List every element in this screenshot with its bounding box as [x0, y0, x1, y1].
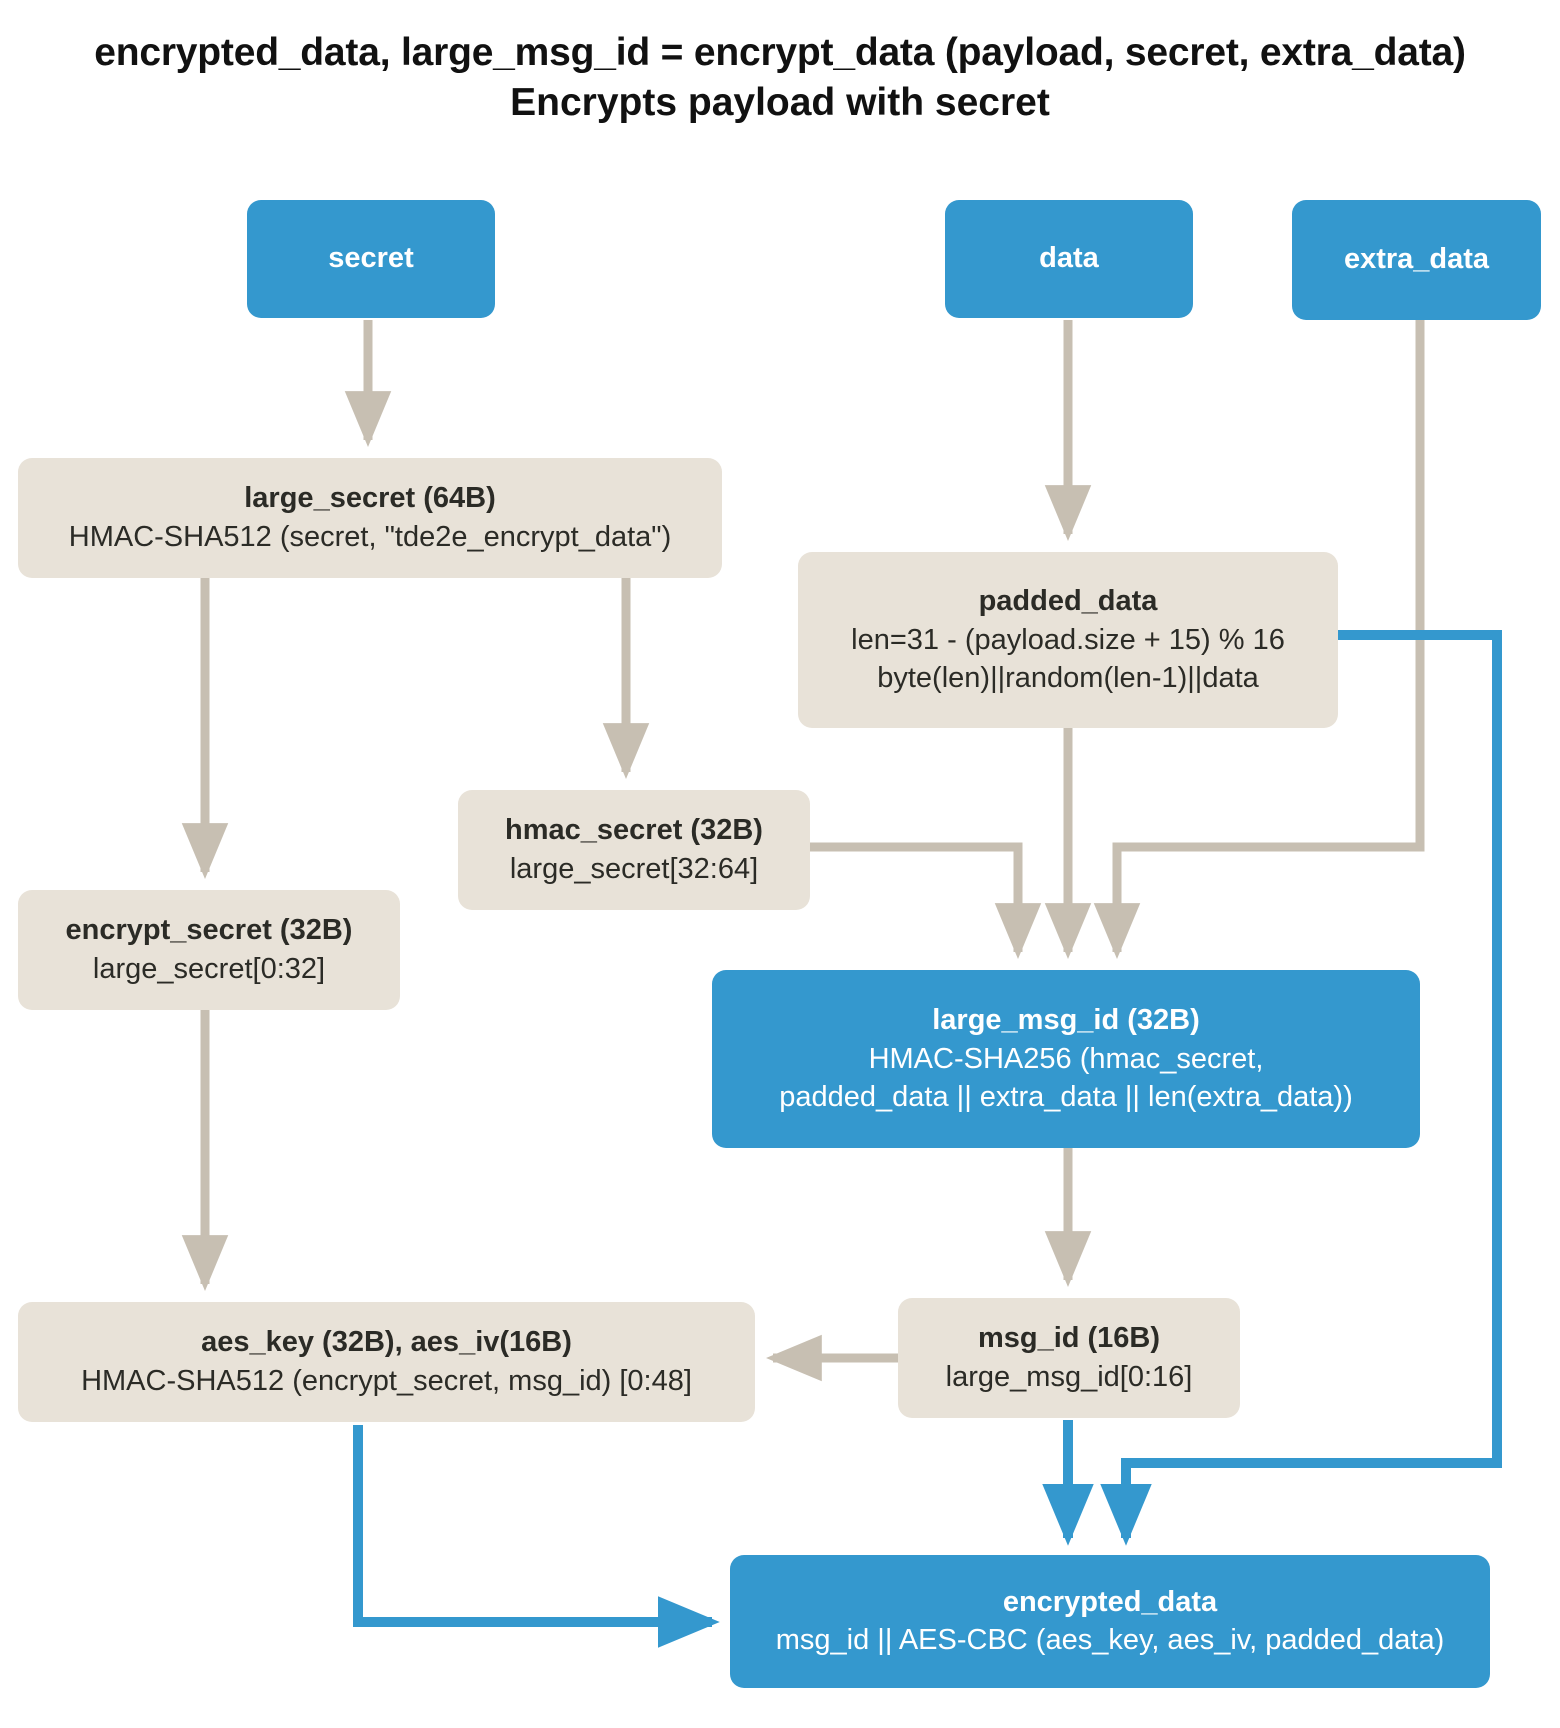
node-secret-title: secret — [328, 242, 414, 275]
node-padded-data-title: padded_data — [978, 584, 1158, 617]
node-large-secret-formula: HMAC-SHA512 (secret, "tde2e_encrypt_data… — [68, 520, 672, 553]
edge-aes-key-to-encrypted-data — [353, 1425, 720, 1648]
node-encrypted-data-formula: msg_id || AES-CBC (aes_key, aes_iv, padd… — [775, 1624, 1445, 1657]
node-large-msg-id-title: large_msg_id (32B) — [932, 1003, 1200, 1036]
node-extra-data-title: extra_data — [1343, 243, 1490, 276]
title-line-2: Encrypts payload with secret — [510, 81, 1050, 125]
node-extra-data[interactable]: extra_data — [1292, 200, 1541, 320]
node-data[interactable]: data — [945, 200, 1193, 318]
node-data-title: data — [1039, 242, 1099, 275]
node-secret[interactable]: secret — [247, 200, 495, 318]
node-aes-key[interactable]: aes_key (32B), aes_iv(16B) HMAC-SHA512 (… — [18, 1302, 755, 1422]
node-large-msg-id[interactable]: large_msg_id (32B) HMAC-SHA256 (hmac_sec… — [712, 970, 1420, 1148]
node-encrypted-data-title: encrypted_data — [1002, 1585, 1218, 1618]
node-padded-data[interactable]: padded_data len=31 - (payload.size + 15)… — [798, 552, 1338, 728]
node-large-secret[interactable]: large_secret (64B) HMAC-SHA512 (secret, … — [18, 458, 722, 578]
node-encrypted-data[interactable]: encrypted_data msg_id || AES-CBC (aes_ke… — [730, 1555, 1490, 1688]
node-hmac-secret-title: hmac_secret (32B) — [505, 814, 763, 847]
node-aes-key-formula: HMAC-SHA512 (encrypt_secret, msg_id) [0:… — [81, 1364, 692, 1397]
diagram-title: encrypted_data, large_msg_id = encrypt_d… — [0, 30, 1560, 126]
node-encrypt-secret-formula: large_secret[0:32] — [92, 952, 326, 985]
node-msg-id-formula: large_msg_id[0:16] — [945, 1360, 1193, 1393]
title-line-1: encrypted_data, large_msg_id = encrypt_d… — [94, 31, 1466, 74]
node-padded-data-formula-1: len=31 - (payload.size + 15) % 16 — [851, 623, 1285, 656]
node-msg-id-title: msg_id (16B) — [977, 1322, 1161, 1355]
node-encrypt-secret-title: encrypt_secret (32B) — [65, 914, 353, 947]
node-msg-id[interactable]: msg_id (16B) large_msg_id[0:16] — [898, 1298, 1240, 1418]
node-large-secret-title: large_secret (64B) — [244, 482, 496, 515]
node-hmac-secret[interactable]: hmac_secret (32B) large_secret[32:64] — [458, 790, 810, 910]
node-large-msg-id-formula-1: HMAC-SHA256 (hmac_secret, — [868, 1042, 1264, 1075]
node-encrypt-secret[interactable]: encrypt_secret (32B) large_secret[0:32] — [18, 890, 400, 1010]
node-aes-key-title: aes_key (32B), aes_iv(16B) — [201, 1326, 572, 1359]
node-padded-data-formula-2: byte(len)||random(len-1)||data — [877, 661, 1259, 694]
edge-hmac-secret-to-large-msg-id — [810, 842, 1042, 959]
node-hmac-secret-formula: large_secret[32:64] — [509, 852, 759, 885]
node-large-msg-id-formula-2: padded_data || extra_data || len(extra_d… — [779, 1080, 1353, 1113]
